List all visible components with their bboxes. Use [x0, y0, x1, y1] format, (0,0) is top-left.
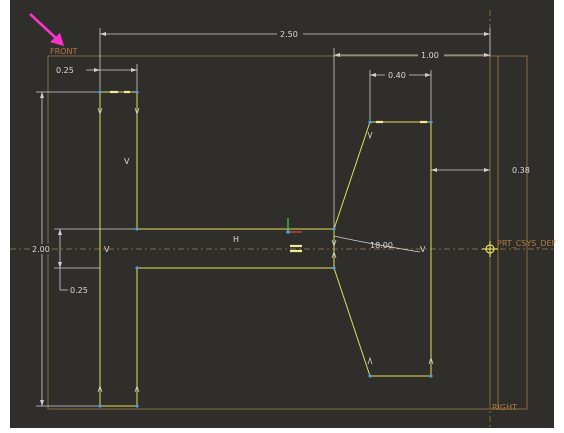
edge-mark-1: [97, 107, 103, 116]
csys-label: PRT_CSYS_DEF: [497, 239, 557, 248]
sketch-vertices[interactable]: [98, 90, 433, 408]
taper-upper-edge[interactable]: [333, 121, 371, 230]
equal-constraint-marks: [110, 90, 427, 253]
dim-label-bg: [30, 244, 52, 254]
arrow-038-right: [484, 168, 490, 172]
canvas-background: [10, 0, 554, 428]
right-datum-frame: [489, 55, 528, 410]
edge-mark-2: [134, 107, 140, 116]
vertical-constraint-left: V: [124, 157, 130, 166]
vertex[interactable]: [98, 404, 102, 408]
arrow-web-bottom: [58, 262, 62, 268]
dim-angle[interactable]: 18.00: [370, 241, 393, 250]
dim-overall-height[interactable]: 2.00: [32, 245, 50, 254]
vertical-constraint-right: V: [420, 245, 426, 254]
dim-right-offset[interactable]: 0.38: [512, 166, 530, 175]
annotation-arrow: [29, 13, 64, 46]
vertex[interactable]: [98, 90, 102, 94]
dim-left-bar-width[interactable]: 0.25: [56, 66, 74, 75]
edge-direction-marks: [97, 107, 434, 393]
arrow-web-top: [58, 229, 62, 235]
arrow-025-right: [131, 68, 137, 72]
arrow-040-right: [425, 73, 431, 77]
edge-mark-3: [97, 384, 103, 393]
datum-labels: FRONT RIGHT PRT_CSYS_DEF: [50, 47, 557, 412]
arrow-250-right: [484, 32, 490, 36]
datum-planes: [10, 10, 554, 428]
right-datum-label: RIGHT: [492, 403, 517, 412]
arrow-100-left: [334, 53, 340, 57]
dim-top-right-width[interactable]: 0.40: [388, 71, 406, 80]
front-datum-label: FRONT: [50, 47, 77, 56]
arrow-100-right: [484, 53, 490, 57]
vertex[interactable]: [332, 266, 336, 270]
annotation-arrow-shaft: [29, 13, 59, 41]
edge-mark-6: [367, 356, 373, 365]
front-datum-frame: [47, 55, 499, 410]
arrow-200-top: [40, 92, 44, 98]
edge-mark-4: [134, 384, 140, 393]
horizontal-constraint: H: [233, 235, 239, 244]
dim-overall-width[interactable]: 2.50: [280, 30, 298, 39]
vertex[interactable]: [135, 404, 139, 408]
vertex[interactable]: [135, 266, 139, 270]
origin-point: [286, 230, 290, 234]
arrow-040-left: [370, 73, 376, 77]
vertex[interactable]: [135, 227, 139, 231]
arrow-038-left: [431, 168, 437, 172]
vertex[interactable]: [135, 90, 139, 94]
constraint-labels: V V V H: [104, 157, 426, 254]
arrow-025-left: [94, 68, 100, 72]
vertical-constraint-web: V: [104, 245, 110, 254]
dim-label-bg: [418, 50, 444, 60]
edge-mark-5: [367, 131, 373, 140]
vertex[interactable]: [429, 374, 433, 378]
dimension-labels[interactable]: 2.50 1.00 0.25 0.40 0.38 2.00 0.25 18.00: [30, 29, 530, 295]
arrow-250-left: [100, 32, 106, 36]
edge-mark-9: [331, 250, 337, 259]
vertex[interactable]: [368, 374, 372, 378]
vertex[interactable]: [332, 227, 336, 231]
arrow-200-bottom: [40, 400, 44, 406]
dim-web-thickness[interactable]: 0.25: [70, 286, 88, 295]
edge-mark-8: [331, 239, 337, 248]
dim-angle-arc: [333, 235, 421, 253]
dim-label-bg: [385, 70, 409, 80]
dim-right-width[interactable]: 1.00: [421, 51, 439, 60]
csys-marker: [482, 241, 498, 257]
sketch-origin: [286, 218, 302, 234]
vertex[interactable]: [429, 120, 433, 124]
right-block-outline[interactable]: [370, 121, 432, 377]
vertex[interactable]: [368, 120, 372, 124]
annotation-arrow-head: [50, 33, 64, 46]
taper-lower-edge[interactable]: [333, 267, 371, 377]
dimension-arrows: [40, 32, 490, 406]
edge-mark-7: [428, 356, 434, 365]
dim-label-bg: [277, 29, 303, 39]
